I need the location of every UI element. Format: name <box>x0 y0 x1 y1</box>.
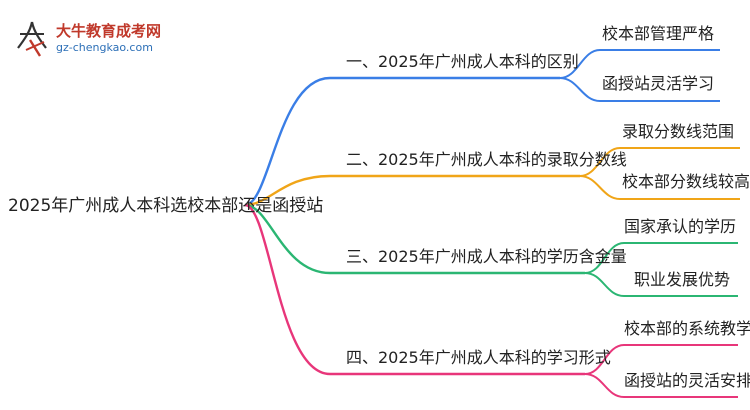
branch-3-leaf-1: 国家承认的学历 <box>624 217 737 236</box>
link-branch-2-leaf-1 <box>579 147 740 177</box>
logo-title: 大牛教育成考网 <box>56 22 162 40</box>
branch-4-label: 四、2025年广州成人本科的学习形式 <box>346 348 611 367</box>
branch-2-label: 二、2025年广州成人本科的录取分数线 <box>346 150 627 169</box>
root-node: 2025年广州成人本科选校本部还是函授站 <box>8 196 324 216</box>
link-root-branch-1 <box>244 76 560 207</box>
link-root-branch-2 <box>244 174 580 207</box>
link-branch-4-leaf-1 <box>584 344 738 375</box>
link-branch-3-leaf-1 <box>584 242 738 274</box>
link-branch-2-leaf-2 <box>579 175 740 200</box>
branch-3-leaf-2: 职业发展优势 <box>634 270 731 289</box>
logo-mark-icon <box>17 21 47 57</box>
branch-2-leaf-2: 校本部分数线较高 <box>622 172 750 191</box>
branch-1-label: 一、2025年广州成人本科的区别 <box>346 52 579 71</box>
branch-1-leaf-1: 校本部管理严格 <box>602 24 715 43</box>
site-logo[interactable]: 大牛教育成考网 gz-chengkao.com <box>14 16 184 62</box>
logo-url[interactable]: gz-chengkao.com <box>56 41 153 54</box>
link-root-branch-3 <box>244 203 585 275</box>
branch-1-leaf-2: 函授站灵活学习 <box>602 74 715 93</box>
branch-3-label: 三、2025年广州成人本科的学历含金量 <box>346 247 627 266</box>
link-branch-3-leaf-2 <box>584 272 738 297</box>
link-branch-1-leaf-2 <box>559 77 720 102</box>
link-branch-1-leaf-1 <box>559 49 720 79</box>
link-branch-4-leaf-2 <box>584 373 738 398</box>
branch-2-leaf-1: 录取分数线范围 <box>622 122 735 141</box>
branch-4-leaf-2: 函授站的灵活安排 <box>624 371 750 390</box>
branch-4-leaf-1: 校本部的系统教学 <box>624 319 750 338</box>
link-root-branch-4 <box>244 203 585 376</box>
